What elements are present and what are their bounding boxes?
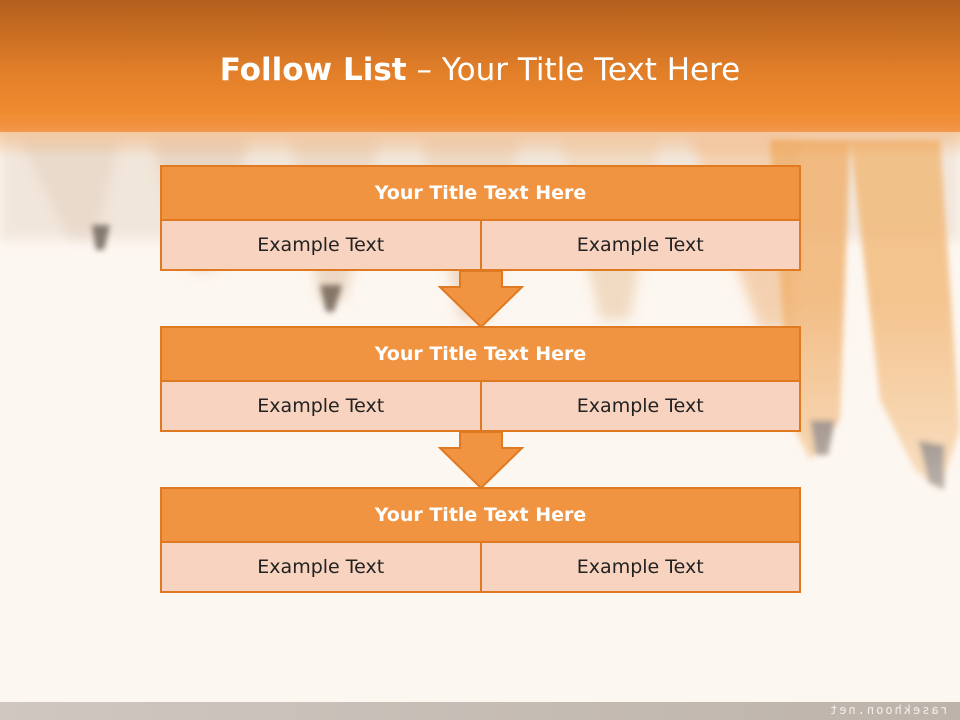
list-box-title: Your Title Text Here [160,165,801,221]
footer-bar: rasekhoon.net [0,702,960,720]
list-box-title: Your Title Text Here [160,487,801,543]
watermark-text: rasekhoon.net [828,703,948,717]
page-title: Follow List – Your Title Text Here [0,52,960,88]
list-box-3: Your Title Text Here Example Text Exampl… [160,487,801,593]
title-bold: Follow List [219,52,407,88]
list-box-row: Example Text Example Text [160,221,801,271]
list-box-cell: Example Text [162,543,480,591]
list-box-row: Example Text Example Text [160,543,801,593]
list-box-row: Example Text Example Text [160,382,801,432]
list-box-cell: Example Text [479,382,799,430]
list-box-2: Your Title Text Here Example Text Exampl… [160,326,801,432]
list-box-1: Your Title Text Here Example Text Exampl… [160,165,801,271]
down-arrow-icon [438,432,524,490]
list-box-cell: Example Text [479,221,799,269]
title-rest: – Your Title Text Here [416,52,741,88]
list-box-cell: Example Text [479,543,799,591]
down-arrow-icon [438,271,524,329]
header-band [0,0,960,132]
list-box-title: Your Title Text Here [160,326,801,382]
list-box-cell: Example Text [162,221,480,269]
list-box-cell: Example Text [162,382,480,430]
header-fade [0,118,960,158]
